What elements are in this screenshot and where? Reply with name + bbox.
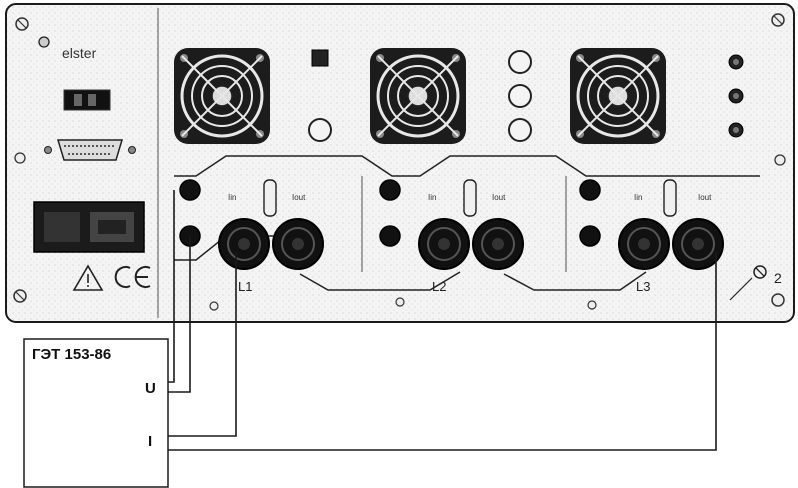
channel-label: L3 bbox=[636, 279, 650, 294]
voltage-socket bbox=[379, 179, 401, 201]
current-jack-in bbox=[218, 218, 270, 270]
jack-label-out: Iout bbox=[698, 193, 712, 202]
voltage-socket bbox=[379, 225, 401, 247]
reference-standard-box: ГЭТ 153-86 U I bbox=[23, 338, 169, 488]
power-switch-icon bbox=[33, 201, 145, 253]
channel-label: L2 bbox=[432, 279, 446, 294]
screw-icon bbox=[38, 36, 50, 48]
indicator-square bbox=[311, 49, 329, 67]
voltage-socket bbox=[579, 225, 601, 247]
wire-i-out bbox=[168, 252, 237, 437]
current-jack-in bbox=[418, 218, 470, 270]
channel-label: L1 bbox=[238, 279, 252, 294]
current-jack-out bbox=[672, 218, 724, 270]
ce-mark-icon bbox=[114, 266, 151, 288]
fan-icon bbox=[570, 48, 666, 144]
connection-wires bbox=[168, 190, 717, 451]
voltage-socket bbox=[179, 179, 201, 201]
voltage-socket bbox=[579, 179, 601, 201]
channel-area-outline bbox=[174, 155, 760, 291]
adjust-knobs bbox=[508, 50, 532, 142]
brand-logo: elster bbox=[62, 45, 97, 61]
ground-icon bbox=[729, 265, 767, 301]
aux-sockets bbox=[728, 54, 744, 138]
wire-u-low bbox=[168, 236, 191, 393]
jack-label-out: Iout bbox=[492, 193, 506, 202]
db25-connector-icon bbox=[44, 139, 136, 161]
terminal-i-label: I bbox=[148, 433, 152, 450]
display-window bbox=[63, 89, 111, 111]
current-jack-in bbox=[618, 218, 670, 270]
fan-icon bbox=[174, 48, 270, 144]
ground-label: 2 bbox=[774, 270, 782, 286]
fan-icon bbox=[370, 48, 466, 144]
jack-label-in: Iin bbox=[634, 193, 642, 202]
jack-label-in: Iin bbox=[228, 193, 236, 202]
terminal-u-label: U bbox=[145, 380, 156, 397]
wire-u-high bbox=[168, 190, 175, 383]
standard-title: ГЭТ 153-86 bbox=[32, 346, 111, 363]
indicator-knob bbox=[308, 118, 332, 142]
jack-label-in: Iin bbox=[428, 193, 436, 202]
instrument-panel: elster bbox=[5, 3, 795, 323]
current-jack-out bbox=[472, 218, 524, 270]
wire-i-return bbox=[168, 252, 717, 451]
warning-triangle-icon bbox=[72, 264, 104, 291]
screw-icon bbox=[13, 13, 786, 311]
jack-label-out: Iout bbox=[292, 193, 306, 202]
current-jack-out bbox=[272, 218, 324, 270]
